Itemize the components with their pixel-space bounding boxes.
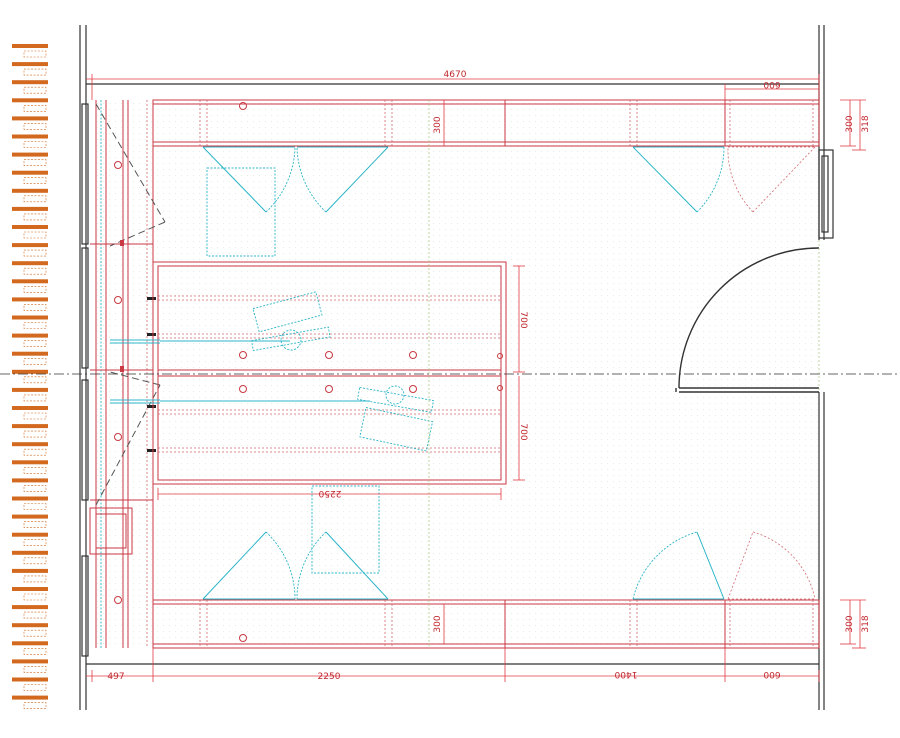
hatch-bar [12, 587, 48, 591]
central-island [152, 261, 507, 485]
hatch-brick [23, 86, 47, 94]
hatch-bar [12, 116, 48, 121]
dim-bottom-seg1: 497 [107, 672, 124, 682]
hatch-bar [12, 478, 48, 483]
hatch-bar [12, 80, 48, 85]
hatch-brick [23, 485, 47, 492]
bottom-cabinet-row [152, 599, 820, 649]
dimensions: 4670 600 300 318 300 700 700 2250 300 30… [86, 70, 871, 682]
hatch-brick [23, 358, 47, 366]
hatch-bar [12, 695, 48, 700]
dim-top-depth-b: 318 [861, 115, 871, 132]
hatch-brick [23, 647, 47, 655]
hatch-brick [23, 557, 47, 565]
dim-top-right: 600 [763, 79, 780, 89]
hatch-brick [23, 702, 47, 709]
dim-bottom-depth-a: 300 [845, 615, 855, 632]
dim-island-lower: 700 [518, 423, 528, 440]
dim-bottom-seg3: 1400 [614, 669, 637, 679]
hatch-bar [12, 206, 48, 211]
dim-top-total: 4670 [444, 70, 467, 80]
hatch-brick [23, 159, 47, 166]
hatch-bar [12, 44, 48, 48]
hatch-bar [12, 496, 48, 501]
hatch-bar [12, 243, 48, 248]
hatch-bar [12, 333, 48, 338]
hatch-bar [12, 261, 48, 266]
hatch-bar [12, 62, 48, 67]
hatch-bar [12, 659, 48, 664]
dim-bottom-seg2: 2250 [318, 672, 341, 682]
dim-top-inner-depth: 300 [433, 116, 443, 133]
hatch-bar [12, 424, 48, 429]
hatch-brick [23, 629, 47, 637]
hatch-bar [12, 406, 48, 410]
hatch-brick [23, 322, 47, 329]
hatch-bar [12, 550, 48, 555]
dim-top-depth-a: 300 [845, 115, 855, 132]
dim-island-length: 2250 [318, 488, 341, 498]
hatch-brick [23, 50, 47, 58]
hatch-bar [12, 568, 48, 573]
hatch-brick [23, 394, 47, 402]
hatch-brick [23, 430, 47, 438]
hatch-bar [12, 170, 48, 175]
hatch-bar [12, 225, 48, 229]
hatch-brick [23, 195, 47, 203]
hatch-bar [12, 532, 48, 537]
hatch-brick [23, 503, 47, 510]
hatch-bar [12, 387, 48, 392]
hatch-bar [12, 641, 48, 646]
hatch-brick [23, 123, 47, 130]
cyan-fixtures [110, 167, 435, 574]
hatch-brick [23, 593, 47, 601]
hatch-bar [12, 460, 48, 465]
hatch-brick [23, 448, 47, 456]
hatch-brick [23, 249, 47, 257]
hatch-brick [23, 684, 47, 691]
hatch-bar [12, 98, 48, 103]
walls [79, 25, 834, 710]
hatch-bar [12, 315, 48, 320]
hatch-bar [12, 297, 48, 302]
hatch-brick [23, 267, 47, 275]
hatch-brick [23, 105, 47, 112]
dim-bottom-seg4: 600 [763, 669, 780, 679]
hatch-brick [23, 466, 47, 474]
hatch-bar [12, 514, 48, 519]
facade-hatch-icon [12, 44, 48, 709]
hatch-brick [23, 666, 47, 673]
hatch-brick [23, 412, 47, 420]
hatch-bar [12, 605, 48, 610]
door-swing-icon [202, 146, 820, 600]
hatch-brick [23, 539, 47, 547]
hatch-brick [23, 340, 47, 347]
hatch-bar [12, 279, 48, 284]
hatch-brick [23, 304, 47, 311]
dim-bottom-inner-depth: 300 [433, 615, 443, 632]
hatch-brick [23, 611, 47, 619]
hatch-brick [23, 376, 47, 384]
hatch-brick [23, 213, 47, 221]
hatch-bar [12, 351, 48, 356]
hatch-brick [23, 521, 47, 528]
hatch-brick [23, 285, 47, 293]
hatch-bar [12, 677, 48, 682]
hatch-brick [23, 177, 47, 184]
top-cabinet-row [152, 99, 820, 147]
hatch-brick [23, 231, 47, 239]
hatch-bar [12, 442, 48, 447]
hatch-bar [12, 134, 48, 139]
hatch-bar [12, 369, 48, 374]
hatch-brick [23, 68, 47, 76]
dim-island-upper: 700 [518, 311, 528, 328]
hatch-brick [23, 575, 47, 583]
hatch-bar [12, 152, 48, 157]
hatch-bar [12, 623, 48, 628]
dim-bottom-depth-b: 318 [861, 615, 871, 632]
hatch-brick [23, 141, 47, 148]
hatch-bar [12, 188, 48, 193]
